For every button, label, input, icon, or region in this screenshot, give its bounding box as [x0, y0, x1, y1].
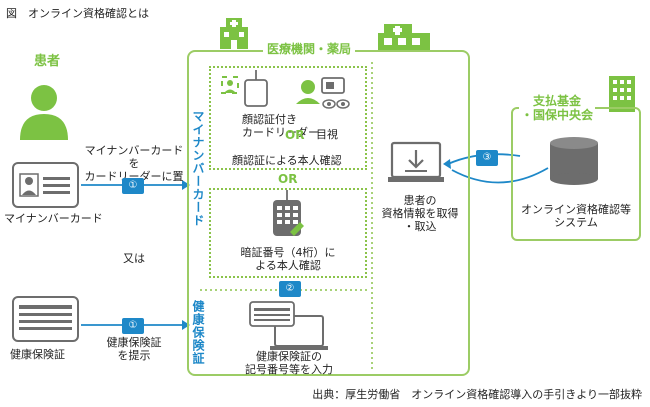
- visual-check-label: 目視: [316, 128, 338, 141]
- patient-heading: 患者: [34, 54, 61, 69]
- insurance-instruction-line2: を提示: [117, 349, 151, 362]
- step1-badge-insurance: ①: [122, 318, 144, 334]
- insurance-instruction: 健康保険証 を提示: [96, 336, 172, 362]
- visual-check-icon: [296, 77, 350, 109]
- fund-system-line2: システム: [554, 216, 598, 229]
- face-auth-caption: 顔認証による本人確認: [232, 154, 342, 167]
- acquire-label-line1: 患者の: [403, 194, 437, 207]
- pharmacy-icon: [378, 24, 430, 51]
- face-auth-box: [209, 66, 367, 170]
- pin-label-line2: よる本人確認: [255, 259, 321, 272]
- mynumber-card-label: マイナンバーカード: [4, 212, 103, 225]
- step3-badge: ③: [476, 150, 498, 166]
- face-reader-label: 顔認証付き カードリーダー: [242, 113, 319, 139]
- insurance-input-line2: 記号番号等を入力: [245, 363, 333, 376]
- or-label-1: OR: [285, 128, 305, 142]
- face-reader-label-line2: カードリーダー: [242, 126, 319, 139]
- step1-badge-mynumber: ①: [122, 178, 144, 194]
- database-icon: [550, 137, 598, 185]
- figure-title: 図 オンライン資格確認とは: [6, 7, 149, 20]
- hospital-icon: [220, 18, 248, 49]
- pin-box: [209, 188, 367, 278]
- step2-badge: ②: [279, 281, 301, 297]
- acquire-label: 患者の 資格情報を取得 ・取込: [374, 194, 466, 233]
- pin-label: 暗証番号（4桁）に よる本人確認: [222, 246, 354, 272]
- laptop-icon: [249, 301, 328, 350]
- mynumber-card-icon: [12, 162, 79, 208]
- pin-pad-icon: [273, 190, 304, 236]
- fund-heading: 支払基金 ・国保中央会: [519, 94, 596, 122]
- insurance-card-icon: [12, 296, 79, 342]
- source-note: 出典：厚生労働省 オンライン資格確認導入の手引きより一部抜粋: [312, 388, 642, 401]
- fund-system-line1: オンライン資格確認等: [521, 203, 631, 216]
- face-reader-icon: [221, 70, 268, 107]
- insurance-card-label: 健康保険証: [10, 348, 65, 361]
- vertical-label-mynumber: マイナンバーカード: [191, 110, 205, 227]
- patient-icon: [20, 85, 68, 140]
- fund-building-icon: [609, 76, 635, 112]
- insurance-instruction-line1: 健康保険証: [106, 336, 162, 349]
- fund-heading-line1: 支払基金: [533, 94, 582, 108]
- pin-label-line1: 暗証番号（4桁）に: [240, 246, 336, 259]
- fund-heading-line2: ・国保中央会: [521, 108, 594, 122]
- mynumber-instruction-line1: マイナンバーカードを: [84, 144, 184, 170]
- acquire-label-line2: 資格情報を取得: [381, 207, 459, 220]
- institution-heading: 医療機関・薬局: [263, 40, 356, 57]
- fund-system-label: オンライン資格確認等 システム: [515, 203, 637, 229]
- download-monitor-icon: [388, 141, 444, 182]
- insurance-input-line1: 健康保険証の: [256, 350, 322, 363]
- insurance-input-label: 健康保険証の 記号番号等を入力: [226, 350, 352, 376]
- or-text: 又は: [123, 252, 145, 265]
- acquire-label-line3: ・取込: [403, 220, 437, 233]
- vertical-label-insurance: 健康保険証: [191, 300, 205, 365]
- face-reader-label-line1: 顔認証付き: [242, 113, 297, 126]
- or-label-2: OR: [278, 172, 298, 186]
